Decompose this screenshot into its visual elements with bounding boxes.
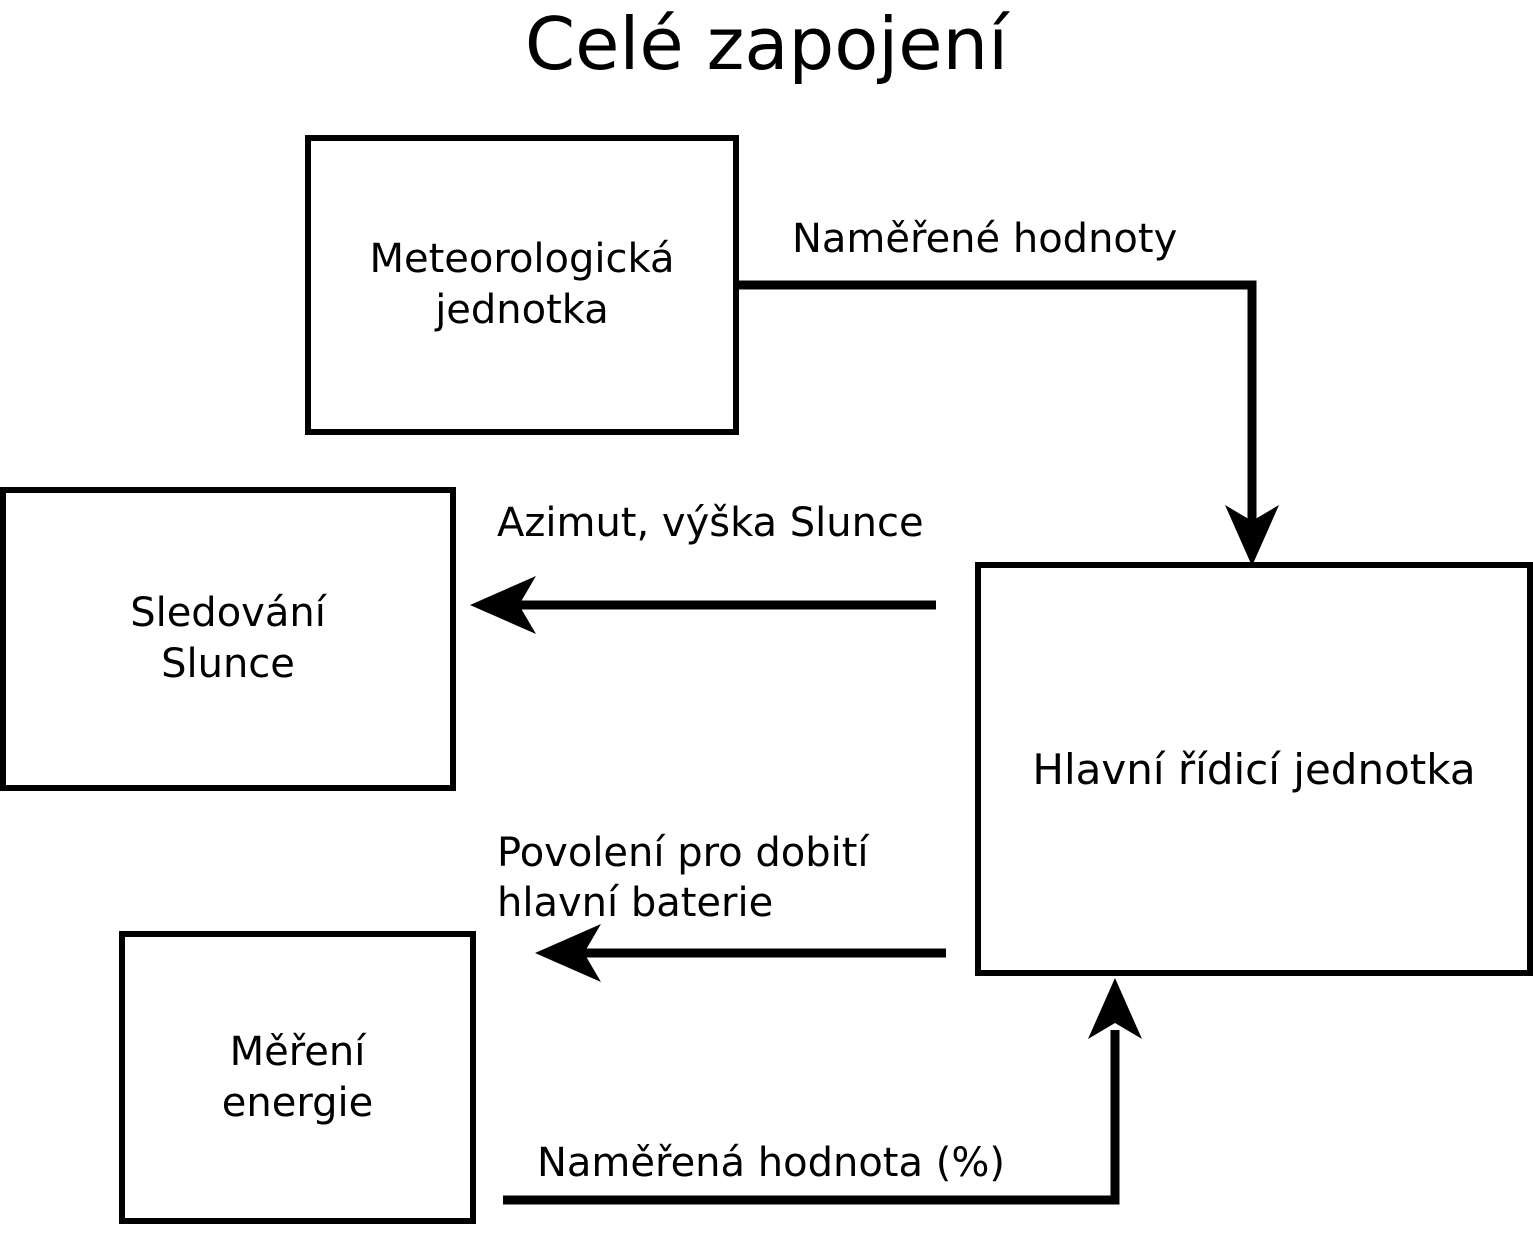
- page-title: Celé zapojení: [524, 2, 1009, 86]
- connector-azimuth: [470, 576, 936, 634]
- node-label: Měření energie: [221, 1028, 374, 1126]
- connector-measured-values: [733, 280, 1279, 566]
- node-sledovani-slunce[interactable]: Sledování Slunce: [0, 487, 456, 791]
- connector-charge-permit: [535, 924, 946, 982]
- node-hlavni-ridici-jednotka[interactable]: Hlavní řídicí jednotka: [975, 562, 1533, 976]
- edge-label-azimuth: Azimut, výška Slunce: [497, 500, 924, 546]
- node-label: Sledování Slunce: [130, 590, 326, 687]
- edge-label-measured-values: Naměřené hodnoty: [792, 216, 1178, 262]
- node-label: Hlavní řídicí jednotka: [1032, 744, 1476, 794]
- connector-measured-pct: [503, 978, 1142, 1205]
- edge-label-measured-percent: Naměřená hodnota (%): [537, 1140, 1005, 1186]
- node-mereni-energie[interactable]: Měření energie: [119, 931, 476, 1224]
- node-label: Meteorologická jednotka: [369, 236, 675, 333]
- edge-label-charge-permit: Povolení pro dobití hlavní baterie: [497, 830, 869, 926]
- node-meteorologicka-jednotka[interactable]: Meteorologická jednotka: [305, 135, 739, 435]
